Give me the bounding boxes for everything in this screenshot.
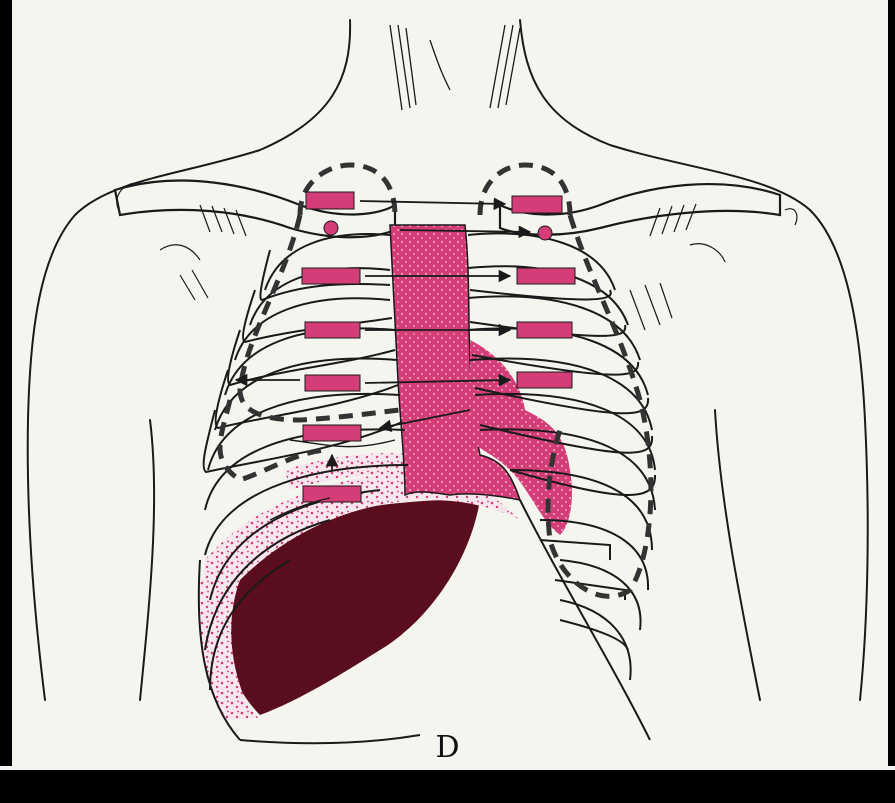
- percussion-zone-marker-icon: [302, 268, 360, 284]
- percussion-zone-marker-icon: [303, 486, 361, 502]
- percussion-zone-marker-icon: [306, 192, 354, 209]
- percussion-zone-marker-icon: [303, 425, 361, 441]
- percussion-zone-marker-icon: [305, 322, 360, 338]
- percussion-zone-marker-icon: [324, 221, 338, 235]
- percussion-zone-marker-icon: [517, 372, 572, 388]
- percussion-zone-marker-icon: [512, 196, 562, 213]
- percussion-zone-marker-icon: [305, 375, 360, 391]
- percussion-zone-marker-icon: [517, 322, 572, 338]
- percussion-zone-marker-icon: [538, 226, 552, 240]
- percussion-zone-marker-icon: [517, 268, 575, 284]
- figure-caption: D: [0, 730, 895, 765]
